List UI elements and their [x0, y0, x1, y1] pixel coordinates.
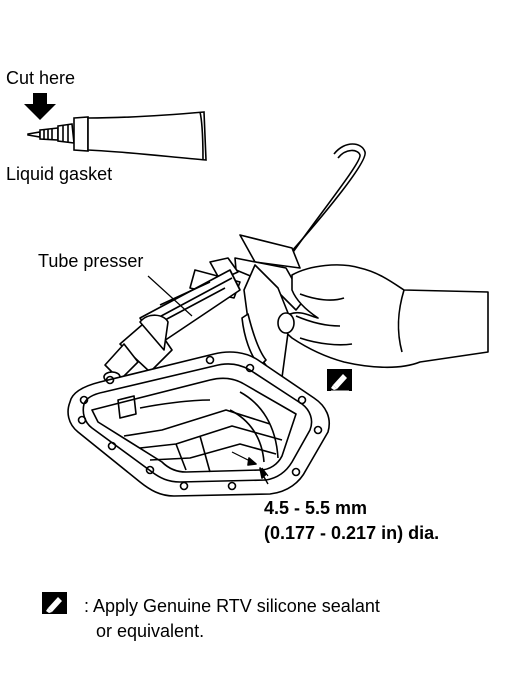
tube-presser-label: Tube presser — [38, 251, 144, 271]
dimension-metric-label: 4.5 - 5.5 mm — [264, 498, 368, 518]
legend: : Apply Genuine RTV silicone sealant or … — [84, 594, 380, 644]
legend-line-1: : Apply Genuine RTV silicone sealant — [84, 596, 380, 616]
cut-here-label: Cut here — [6, 68, 76, 88]
liquid-gasket-tube — [27, 111, 207, 161]
tube-presser-tool — [103, 143, 366, 386]
oil-pan — [67, 351, 330, 497]
hand-illustration — [241, 264, 489, 369]
liquid-gasket-label: Liquid gasket — [6, 164, 113, 184]
down-arrow-icon — [24, 93, 56, 120]
sealant-pen-icon — [327, 369, 352, 392]
legend-line-2: or equivalent. — [96, 621, 205, 641]
dimension-imperial-label: (0.177 - 0.217 in) dia. — [264, 523, 440, 543]
legend-sealant-pen-icon — [42, 592, 67, 614]
